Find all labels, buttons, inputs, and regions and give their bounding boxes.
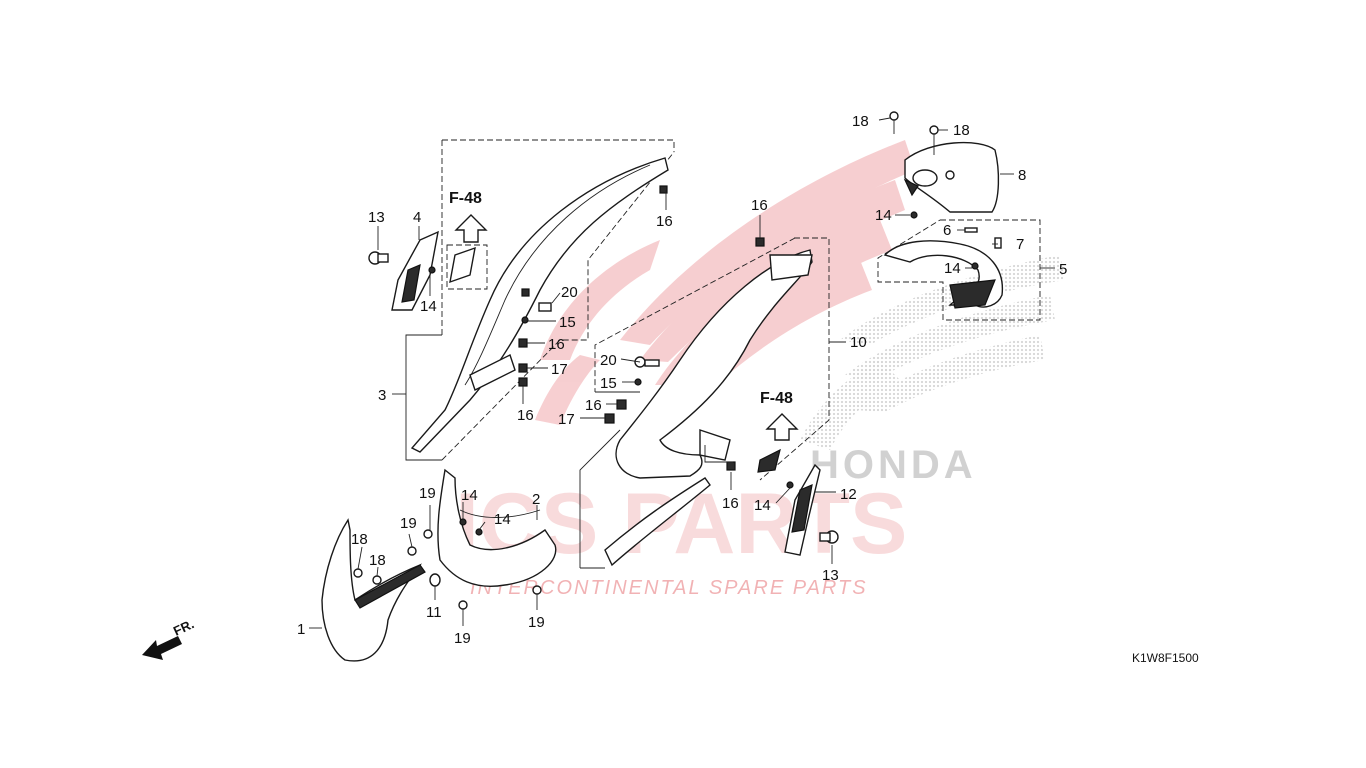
diagram-code: K1W8F1500 xyxy=(1132,651,1199,665)
callout-2: 2 xyxy=(532,491,540,508)
callout-20: 20 xyxy=(561,284,578,301)
reference-f48-right: F-48 xyxy=(704,390,799,473)
callout-18: 18 xyxy=(369,552,386,569)
watermark-tagline-text: INTERCONTINENTAL SPARE PARTS xyxy=(470,577,868,599)
callout-11: 11 xyxy=(426,604,442,621)
svg-text:F-48: F-48 xyxy=(449,190,482,207)
callout-14: 14 xyxy=(420,298,437,315)
callout-13: 13 xyxy=(368,209,385,226)
callout-18: 18 xyxy=(852,113,869,130)
reference-f48-left: F-48 xyxy=(446,190,488,290)
callout-7: 7 xyxy=(1016,236,1024,253)
callout-19: 19 xyxy=(400,515,417,532)
callout-12: 12 xyxy=(840,486,857,503)
part-group-5-bracket xyxy=(877,219,1055,321)
callout-18: 18 xyxy=(351,531,368,548)
part-4-bracket xyxy=(391,230,439,311)
callout-20: 20 xyxy=(600,352,617,369)
callout-16: 16 xyxy=(722,495,739,512)
callout-4: 4 xyxy=(413,209,421,226)
svg-text:FR.: FR. xyxy=(171,616,196,638)
part-1-front-lower-cover xyxy=(321,518,426,662)
callout-labels: 18 18 8 14 6 7 14 5 16 16 13 4 14 20 15 … xyxy=(297,113,1067,647)
callout-13: 13 xyxy=(822,567,839,584)
callout-19: 19 xyxy=(454,630,471,647)
part-10-right-side-cover xyxy=(604,249,813,567)
callout-14: 14 xyxy=(494,511,511,528)
callout-19: 19 xyxy=(528,614,545,631)
front-direction-arrow: FR. xyxy=(142,616,196,660)
part-2-inner-cover xyxy=(437,468,557,587)
part-group-10-bracket xyxy=(579,237,846,569)
callout-8: 8 xyxy=(1018,167,1026,184)
watermark-gray-wing xyxy=(800,255,1065,450)
part-13-bolt-left xyxy=(368,251,389,265)
callout-19: 19 xyxy=(419,485,436,502)
part-5-grab-rail xyxy=(883,211,1004,309)
leader-lines xyxy=(309,117,1014,629)
part-3-left-side-cover xyxy=(410,157,669,453)
callout-16: 16 xyxy=(548,336,565,353)
part-8-cover xyxy=(903,141,1000,213)
callout-16: 16 xyxy=(751,197,768,214)
callout-14: 14 xyxy=(461,487,478,504)
callout-16: 16 xyxy=(517,407,534,424)
callout-16: 16 xyxy=(585,397,602,414)
callout-3: 3 xyxy=(378,387,386,404)
callout-1: 1 xyxy=(297,621,305,638)
callout-15: 15 xyxy=(559,314,576,331)
callout-17: 17 xyxy=(551,361,568,378)
callout-10: 10 xyxy=(850,334,867,351)
callout-6: 6 xyxy=(943,222,951,239)
callout-15: 15 xyxy=(600,375,617,392)
svg-text:F-48: F-48 xyxy=(760,390,793,407)
callout-14: 14 xyxy=(754,497,771,514)
part-13-bolt-right xyxy=(819,530,839,544)
part-12-bracket xyxy=(784,463,821,556)
callout-5: 5 xyxy=(1059,261,1067,278)
watermark-honda-text: HONDA xyxy=(810,443,977,487)
callout-14: 14 xyxy=(944,260,961,277)
callout-16: 16 xyxy=(656,213,673,230)
fasteners-part-8 xyxy=(889,111,939,155)
callout-14: 14 xyxy=(875,207,892,224)
callout-18: 18 xyxy=(953,122,970,139)
callout-17: 17 xyxy=(558,411,575,428)
